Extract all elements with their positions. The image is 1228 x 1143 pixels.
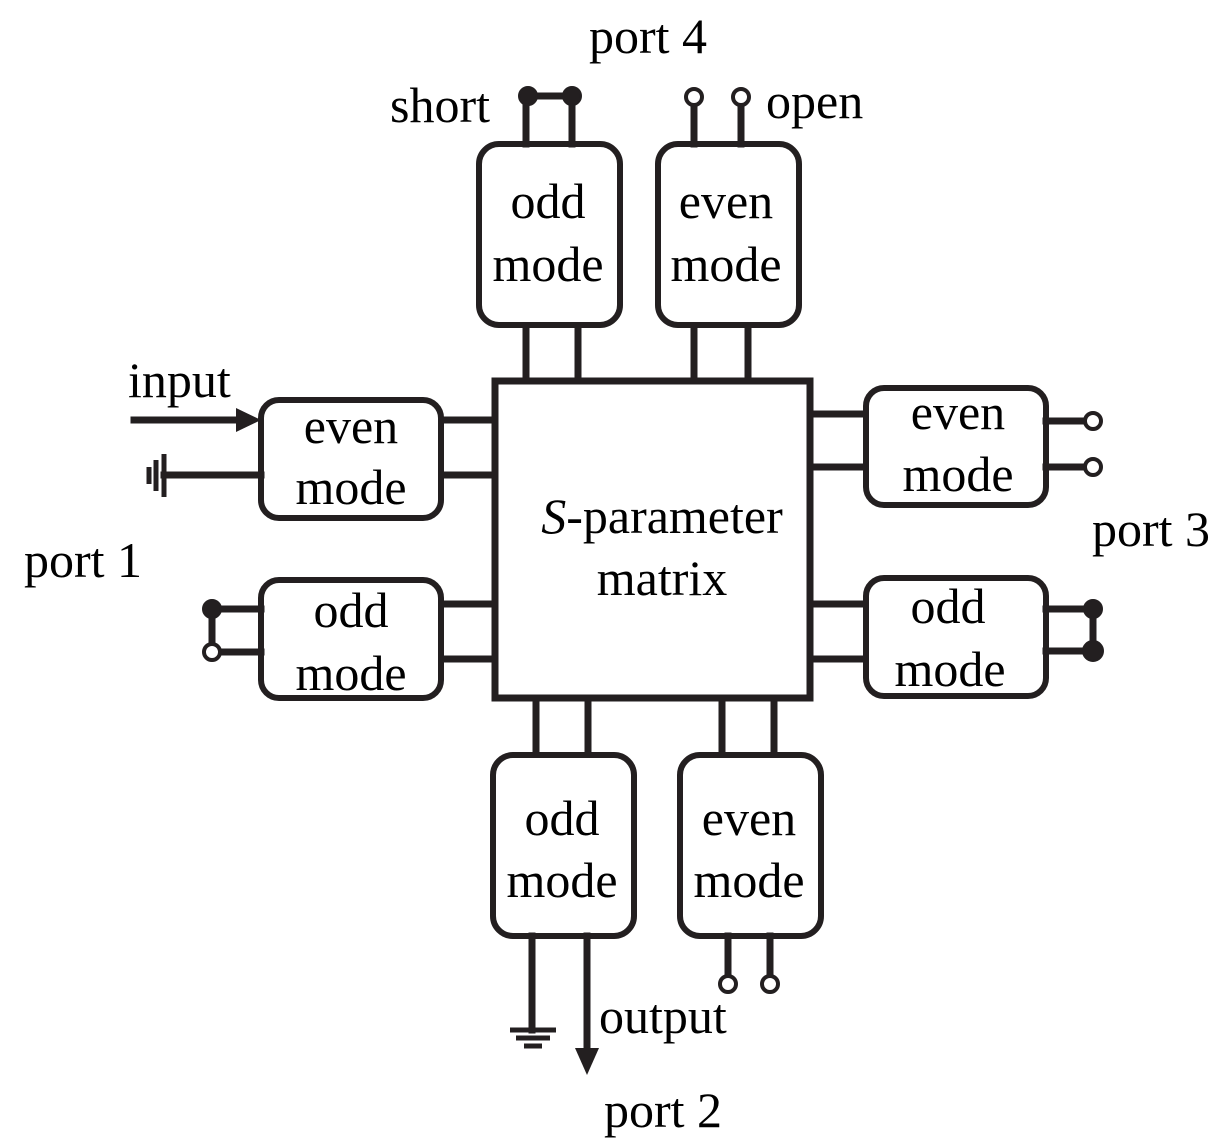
bottom-even-mode-line1: even xyxy=(702,790,796,846)
right-short-circuit-wire xyxy=(1042,605,1097,655)
bottom-open-terminal-2 xyxy=(760,974,780,994)
output-label: output xyxy=(599,988,727,1044)
port3-label: port 3 xyxy=(1092,501,1210,557)
top-short-terminal-1 xyxy=(518,86,538,106)
output-arrowhead xyxy=(575,1048,599,1075)
left-short-circuit-wire xyxy=(208,605,265,656)
port4-label: port 4 xyxy=(589,8,707,64)
bottom-odd-mode-line2: mode xyxy=(506,852,617,908)
matrix-label-s: S xyxy=(541,488,566,544)
right-odd-mode-line1: odd xyxy=(911,578,986,634)
port1-label: port 1 xyxy=(24,532,142,588)
top-open-terminal-2 xyxy=(731,87,751,107)
top-short-terminal-2 xyxy=(562,86,582,106)
right-even-mode-block xyxy=(863,385,1049,508)
left-even-mode-block xyxy=(258,397,444,521)
top-even-mode-block xyxy=(655,141,802,328)
top-short-circuit-wire xyxy=(522,92,576,148)
s-parameter-matrix-block xyxy=(491,377,814,702)
open-label: open xyxy=(766,73,863,129)
left-odd-mode-block xyxy=(258,577,444,701)
bottom-odd-mode-block xyxy=(490,752,637,939)
left-even-mode-line1: even xyxy=(304,398,398,454)
right-short-terminal-2 xyxy=(1082,640,1104,662)
right-odd-mode-block xyxy=(863,575,1049,699)
right-open-terminal-2 xyxy=(1083,457,1103,477)
input-label: input xyxy=(128,352,231,408)
top-open-terminal-1 xyxy=(684,87,704,107)
matrix-label-line2: matrix xyxy=(597,550,728,606)
right-even-mode-line1: even xyxy=(911,384,1005,440)
bottom-open-terminal-1 xyxy=(718,974,738,994)
top-even-mode-line2: mode xyxy=(670,236,781,292)
top-even-mode-line1: even xyxy=(679,173,773,229)
top-odd-mode-block xyxy=(476,141,623,328)
top-odd-mode-line2: mode xyxy=(492,236,603,292)
bottom-even-mode-line2: mode xyxy=(693,852,804,908)
left-odd-mode-line2: mode xyxy=(295,645,406,701)
right-even-mode-line2: mode xyxy=(902,446,1013,502)
bottom-odd-mode-line1: odd xyxy=(525,790,600,846)
input-arrowhead xyxy=(236,408,261,432)
matrix-label-line1: S-parameter xyxy=(541,488,783,544)
left-even-mode-line2: mode xyxy=(295,459,406,515)
left-odd-mode-line1: odd xyxy=(314,582,389,638)
bottom-even-mode-block xyxy=(677,752,824,939)
left-short-terminal-1 xyxy=(202,599,222,619)
right-short-terminal-1 xyxy=(1083,599,1103,619)
port2-label: port 2 xyxy=(604,1082,722,1138)
right-odd-mode-line2: mode xyxy=(894,641,1005,697)
right-open-terminal-1 xyxy=(1083,411,1103,431)
short-label: short xyxy=(390,77,490,133)
matrix-label-parameter: -parameter xyxy=(566,488,783,544)
left-short-terminal-2 xyxy=(202,642,222,662)
top-odd-mode-line1: odd xyxy=(511,173,586,229)
